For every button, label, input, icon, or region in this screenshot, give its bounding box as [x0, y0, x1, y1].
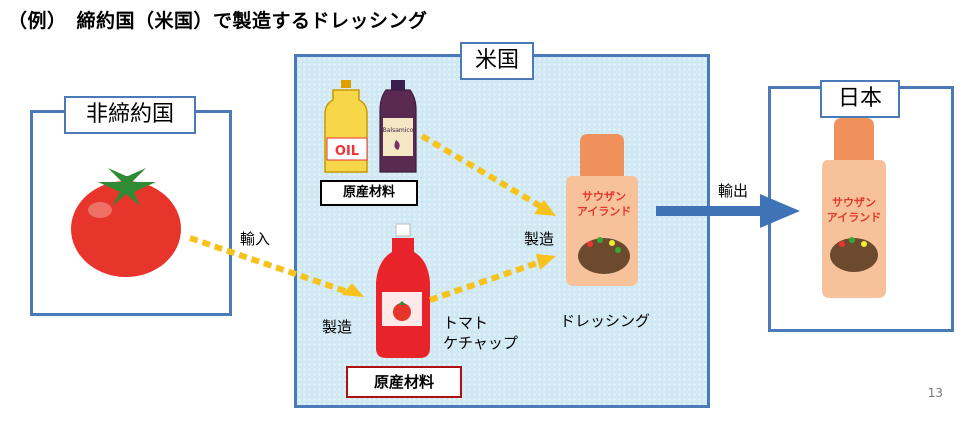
manufacture-label-left: 製造	[322, 318, 353, 336]
arrow-import	[189, 235, 364, 297]
japan-dressing-brand-line1: サウザン	[832, 196, 876, 209]
page-number: 13	[927, 386, 943, 400]
japan-label: 日本	[820, 80, 900, 118]
arrow-ketchup-to-dressing	[429, 254, 556, 303]
dressing-bottle-icon: サウザン アイランド	[566, 134, 638, 286]
dressing-label: ドレッシング	[560, 312, 651, 330]
ketchup-label-line1: トマト	[443, 314, 489, 332]
raw-materials-label-bottom: 原産材料	[346, 366, 462, 398]
slide-title: （例） 締約国（米国）で製造するドレッシング	[8, 10, 428, 32]
balsamico-text: Balsamico	[383, 127, 414, 134]
arrow-export	[656, 194, 800, 228]
non-contracting-country-label: 非締約国	[64, 96, 196, 134]
ketchup-bottle-icon	[376, 223, 430, 358]
arrow-raw-to-dressing	[420, 133, 556, 216]
usa-label: 米国	[460, 42, 534, 80]
import-label: 輸入	[240, 230, 271, 248]
dressing-brand-line2: アイランド	[577, 205, 631, 218]
raw-materials-label-top: 原産材料	[320, 180, 418, 206]
non-contracting-frame	[30, 110, 232, 316]
balsamico-bottle-icon: Balsamico	[379, 80, 417, 173]
oil-text: OIL	[335, 144, 359, 159]
export-label: 輸出	[718, 182, 749, 200]
dressing-brand-line1: サウザン	[582, 190, 626, 203]
ketchup-label-line2: ケチャップ	[443, 334, 518, 352]
japan-dressing-brand-line2: アイランド	[827, 211, 881, 224]
usa-frame	[294, 54, 710, 408]
manufacture-label-right: 製造	[524, 230, 555, 248]
oil-bottle-icon: OIL	[324, 80, 368, 173]
tomato-icon	[71, 168, 181, 277]
dressing-bottle-japan-icon: サウザン アイランド	[822, 118, 886, 298]
